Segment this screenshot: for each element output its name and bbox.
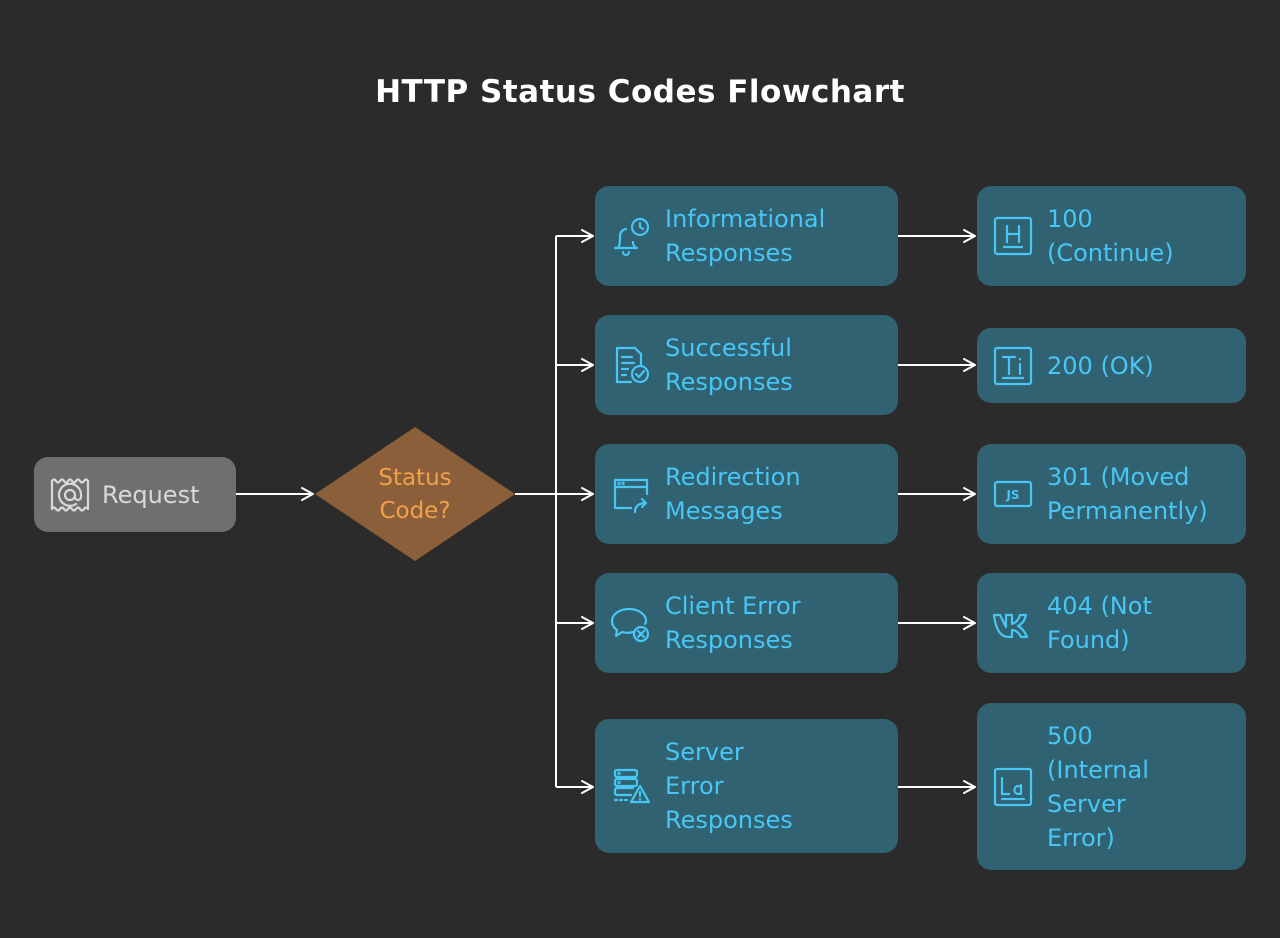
bell-clock-icon <box>609 214 653 258</box>
result-404: 404 (Not Found) <box>977 573 1246 673</box>
category-label: Successful Responses <box>665 334 793 396</box>
letter-h-icon <box>991 214 1035 258</box>
js-badge-icon: JS <box>991 472 1035 516</box>
result-301: JS 301 (Moved Permanently) <box>977 444 1246 544</box>
result-label: 301 (Moved Permanently) <box>1047 463 1208 525</box>
server-warning-icon <box>609 764 653 808</box>
decision-diamond <box>315 427 515 561</box>
document-check-icon <box>609 343 653 387</box>
svg-text:JS: JS <box>1005 488 1019 502</box>
diagram-title: HTTP Status Codes Flowchart <box>375 74 905 110</box>
result-500: 500 (Internal Server Error) <box>977 703 1246 870</box>
result-label: 200 (OK) <box>1047 351 1154 380</box>
category-label: Server Error Responses <box>665 738 793 834</box>
category-label: Redirection Messages <box>665 463 801 525</box>
request-label: Request <box>102 480 200 509</box>
category-label: Informational Responses <box>665 205 826 267</box>
request-node: Request <box>34 457 236 532</box>
chat-error-icon <box>609 601 653 645</box>
mail-at-icon <box>48 473 92 517</box>
category-informational: Informational Responses <box>595 186 898 286</box>
result-label: 500 (Internal Server Error) <box>1047 721 1149 852</box>
result-100: 100 (Continue) <box>977 186 1246 286</box>
browser-redirect-icon <box>609 472 653 516</box>
category-server-error: Server Error Responses <box>595 719 898 853</box>
result-label: 404 (Not Found) <box>1047 592 1152 654</box>
decision-label: Status Code? <box>378 465 452 524</box>
vk-logo-icon <box>991 601 1035 645</box>
category-client-error: Client Error Responses <box>595 573 898 673</box>
result-label: 100 (Continue) <box>1047 205 1174 267</box>
category-successful: Successful Responses <box>595 315 898 415</box>
category-label: Client Error Responses <box>665 592 801 654</box>
result-200: 200 (OK) <box>977 328 1246 403</box>
category-redirection: Redirection Messages <box>595 444 898 544</box>
letter-la-icon <box>991 765 1035 809</box>
letter-ti-icon <box>991 344 1035 388</box>
